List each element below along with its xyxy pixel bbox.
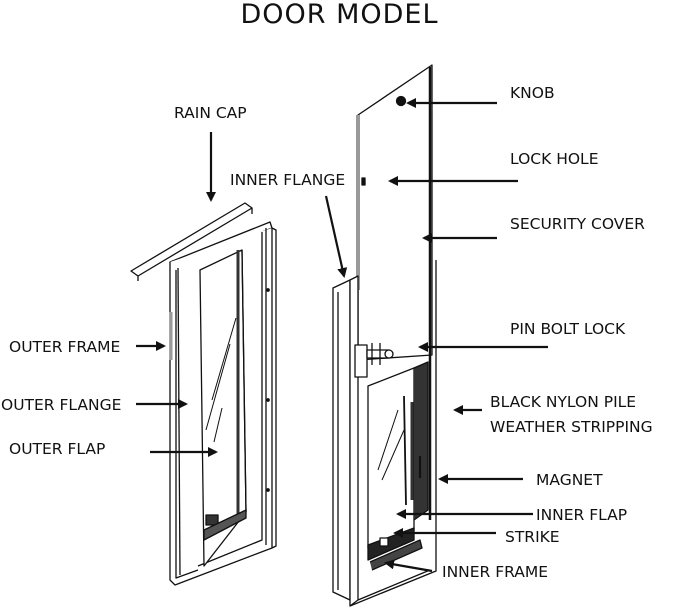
label-lock-hole: LOCK HOLE — [510, 150, 599, 168]
arrow-inner-frame — [384, 559, 433, 573]
label-outer-frame: OUTER FRAME — [9, 338, 121, 356]
inner-frame-shape — [332, 279, 351, 601]
label-pin-bolt-lock: PIN BOLT LOCK — [510, 320, 626, 338]
callout-arrows — [136, 98, 548, 573]
label-security-cover: SECURITY COVER — [510, 215, 645, 233]
pin-bolt-lock-shape — [354, 343, 394, 378]
label-black-nylon-line1: BLACK NYLON PILE — [490, 393, 637, 411]
outer-unit — [130, 202, 277, 586]
label-black-nylon-line2: WEATHER STRIPPING — [490, 418, 653, 436]
security-cover-shape — [357, 64, 433, 361]
label-knob: KNOB — [510, 84, 555, 102]
diagram-title: DOOR MODEL — [240, 0, 439, 30]
label-magnet: MAGNET — [536, 471, 603, 489]
label-rain-cap: RAIN CAP — [174, 104, 247, 122]
label-outer-flange: OUTER FLANGE — [1, 396, 122, 414]
label-inner-flange: INNER FLANGE — [230, 171, 346, 189]
inner-unit — [332, 64, 437, 607]
arrow-inner-flange — [324, 195, 348, 278]
label-strike: STRIKE — [505, 528, 560, 546]
label-outer-flap: OUTER FLAP — [9, 440, 106, 458]
inner-flap-shape — [367, 367, 415, 549]
label-inner-flap: INNER FLAP — [536, 506, 628, 524]
knob-shape — [395, 95, 407, 107]
label-inner-frame: INNER FRAME — [442, 563, 549, 581]
